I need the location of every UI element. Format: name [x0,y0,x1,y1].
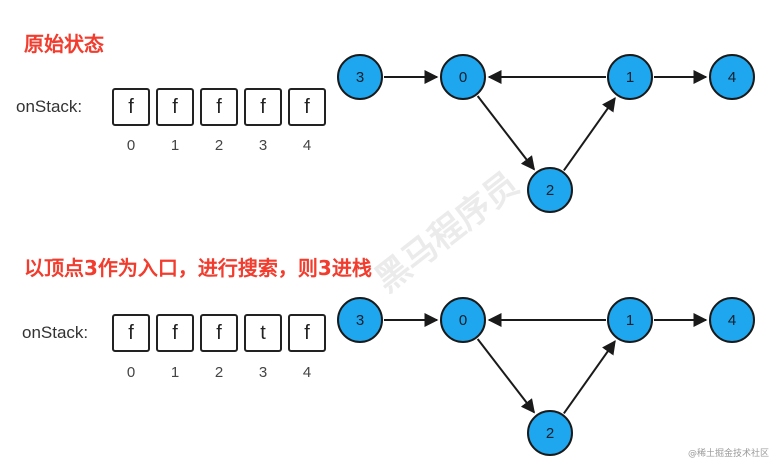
onstack-index: 1 [170,364,180,381]
panel-1-node-4: 4 [709,54,755,100]
panel-2-edge-0-to-2 [476,338,535,414]
onstack-index: 3 [258,137,268,154]
panel-1-edge-2-to-1 [563,97,616,171]
panel-2-edge-2-to-1 [563,340,616,414]
onstack-index: 2 [214,364,224,381]
onstack-cell: f [156,88,194,126]
panel-2-node-1: 1 [607,297,653,343]
onstack-cell: f [156,314,194,352]
onstack-index: 0 [126,364,136,381]
panel-2-onstack-label: onStack: [22,323,89,342]
panel-2-node-0: 0 [440,297,486,343]
onstack-cell: f [288,88,326,126]
panel-2-title: 以顶点3作为入口，进行搜索，则3进栈 [24,256,372,280]
onstack-cell: t [244,314,282,352]
panel-2-node-4: 4 [709,297,755,343]
onstack-index: 2 [214,137,224,154]
onstack-index: 1 [170,137,180,154]
panel-1-node-0: 0 [440,54,486,100]
onstack-index: 4 [302,364,312,381]
panel-1-onstack-label: onStack: [16,97,83,116]
panel-1-node-1: 1 [607,54,653,100]
onstack-index: 3 [258,364,268,381]
onstack-index: 0 [126,137,136,154]
panel-1-title: 原始状态 [24,32,104,56]
onstack-cell: f [200,314,238,352]
panel-2-node-2: 2 [527,410,573,456]
panel-1-edge-0-to-2 [476,95,535,171]
onstack-cell: f [112,314,150,352]
onstack-cell: f [200,88,238,126]
onstack-index: 4 [302,137,312,154]
panel-1-node-2: 2 [527,167,573,213]
panel-2-node-3: 3 [337,297,383,343]
onstack-cell: f [288,314,326,352]
panel-1-node-3: 3 [337,54,383,100]
corner-credit: @稀土掘金技术社区 [687,449,769,459]
onstack-cell: f [244,88,282,126]
onstack-cell: f [112,88,150,126]
